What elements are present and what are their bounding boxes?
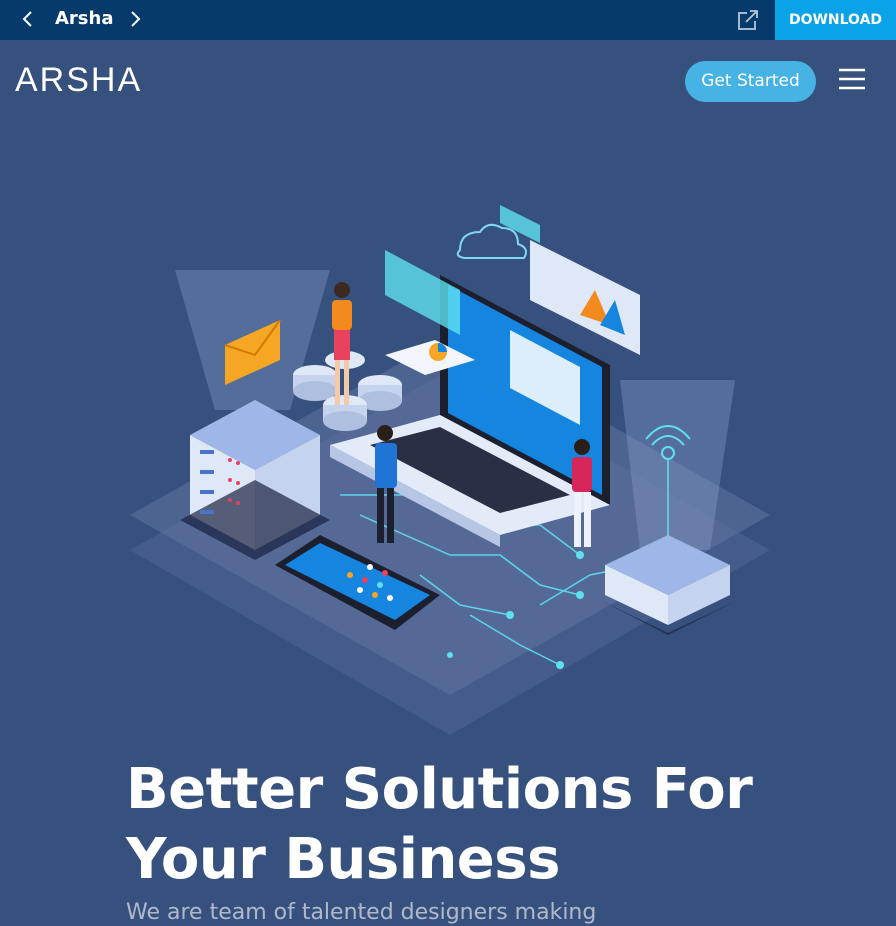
hero-headline: Better Solutions For Your Business [126,757,753,892]
get-started-button[interactable]: Get Started [685,61,816,102]
project-title: Arsha [55,8,114,29]
external-link-icon[interactable] [737,9,759,31]
site-header: ARSHA Get Started [0,40,896,122]
chevron-right-icon[interactable] [124,8,146,30]
top-bar: Arsha DOWNLOAD [0,0,896,40]
site-logo[interactable]: ARSHA [15,61,143,99]
chevron-left-icon[interactable] [17,8,39,30]
hero-subline: We are team of talented designers making [126,900,597,925]
hamburger-menu-icon[interactable] [838,66,866,92]
hero-illustration [130,205,770,735]
download-button[interactable]: DOWNLOAD [775,0,896,40]
